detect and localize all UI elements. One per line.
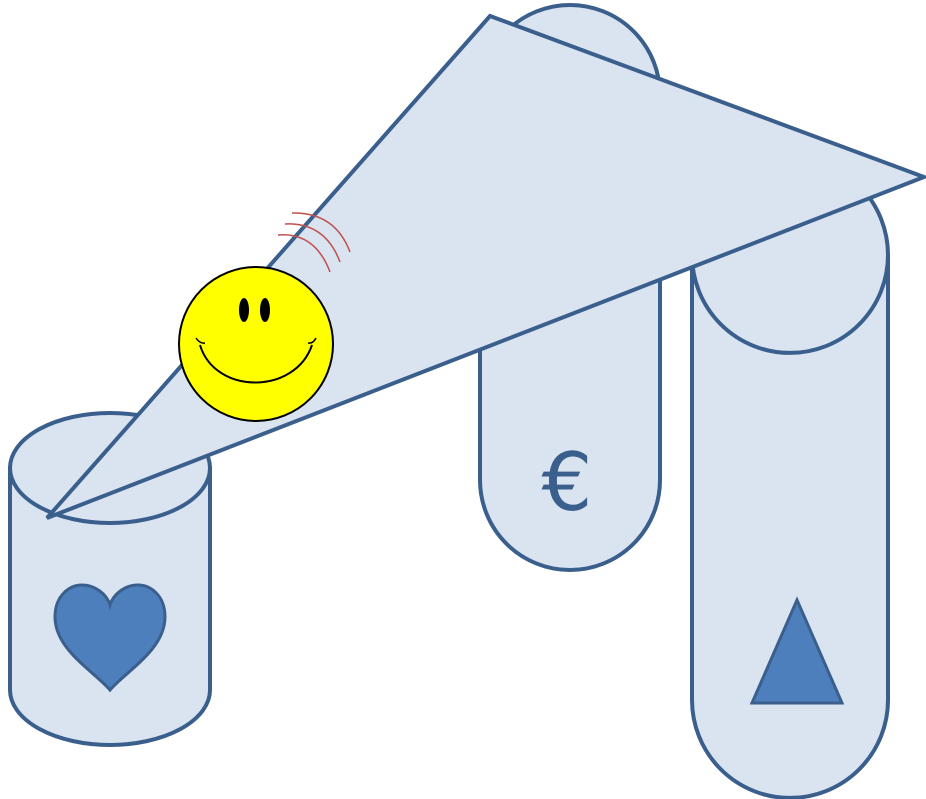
rolling-smiley xyxy=(179,267,333,421)
euro-icon: € xyxy=(542,436,593,529)
smiley-left-eye xyxy=(239,298,249,322)
smiley-right-eye xyxy=(260,298,270,322)
smiley-face xyxy=(179,267,333,421)
